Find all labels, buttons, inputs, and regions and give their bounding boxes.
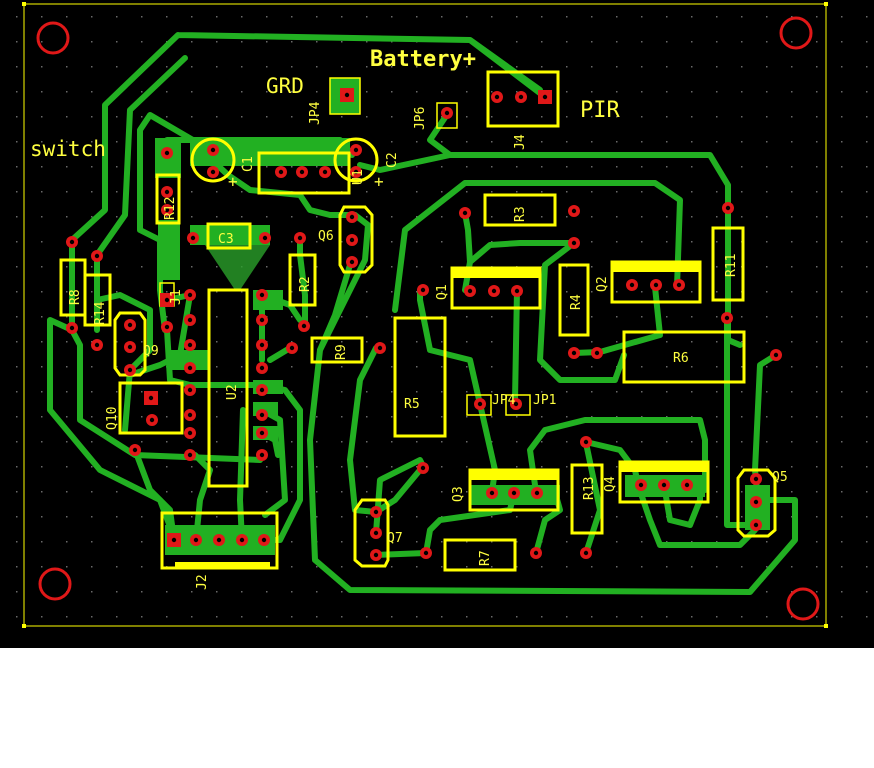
silkscreen — [59, 70, 777, 572]
mounting-hole-top-right — [779, 16, 813, 50]
battery-label: Battery+ — [370, 47, 476, 72]
c3-label: C3 — [218, 232, 234, 247]
mounting-hole-top-left — [36, 21, 70, 55]
r7-label: R7 — [478, 550, 493, 566]
jp6-outline — [436, 102, 458, 129]
q10-label: Q10 — [105, 407, 120, 430]
r14-label: R14 — [93, 301, 108, 325]
r6-label: R6 — [673, 351, 689, 366]
switch-label: switch — [30, 137, 106, 161]
jp4-outline — [329, 77, 361, 115]
mounting-hole-bottom-left — [38, 567, 72, 601]
r5-label: R5 — [404, 397, 420, 412]
pcb-board: + + Battery+ GRD PIR switch C1 C2 U1 JP4… — [0, 0, 874, 648]
r3-label: R3 — [513, 206, 528, 222]
pcb-canvas: + + Battery+ GRD PIR switch C1 C2 U1 JP4… — [16, 2, 868, 628]
r2-label: R2 — [298, 276, 313, 292]
c2-label: C2 — [385, 152, 400, 168]
q2-label: Q2 — [595, 276, 610, 292]
j4-outline — [486, 70, 560, 128]
polarity-marks: + + — [228, 172, 384, 191]
q7-label: Q7 — [387, 531, 403, 546]
q9-label: Q9 — [143, 344, 159, 359]
board-labels: Battery+ GRD PIR switch — [30, 47, 620, 161]
r12-label: R12 — [163, 197, 178, 220]
jp4-lower-label: JP4 — [492, 393, 516, 408]
q6-label: Q6 — [318, 229, 334, 244]
c1-outline — [190, 137, 236, 183]
q5-label: Q5 — [772, 470, 788, 485]
c2-outline — [333, 137, 379, 183]
j2-label: J2 — [195, 574, 210, 590]
r8-label: R8 — [68, 289, 83, 305]
u2-label: U2 — [225, 384, 240, 400]
board-outline — [23, 3, 827, 627]
j1-label: J1 — [169, 289, 184, 305]
r13-label: R13 — [582, 477, 597, 500]
u1-outline — [257, 151, 351, 195]
c2-plus-mark: + — [374, 172, 384, 191]
r4-label: R4 — [569, 294, 584, 310]
mounting-hole-bottom-right — [786, 587, 820, 621]
j4-label: J4 — [513, 134, 528, 150]
grd-label: GRD — [266, 74, 304, 98]
u2-outline — [207, 288, 249, 488]
corner-marks — [22, 2, 828, 628]
r9-label: R9 — [334, 344, 349, 360]
designators: C1 C2 U1 JP4 JP6 J4 R12 C3 R8 R14 J1 U2 … — [68, 101, 788, 590]
c1-label: C1 — [241, 156, 256, 172]
mounting-holes — [36, 16, 820, 621]
pir-label: PIR — [580, 98, 620, 123]
r11-label: R11 — [724, 254, 739, 277]
u1-label: U1 — [351, 169, 366, 185]
jp6-label: JP6 — [413, 107, 428, 130]
q3-label: Q3 — [451, 486, 466, 502]
jp4-label: JP4 — [308, 101, 323, 125]
jp1-label: JP1 — [533, 393, 556, 408]
c1-plus-mark: + — [228, 172, 238, 191]
q4-label: Q4 — [603, 476, 618, 492]
pads — [66, 88, 782, 561]
q1-label: Q1 — [435, 284, 450, 300]
